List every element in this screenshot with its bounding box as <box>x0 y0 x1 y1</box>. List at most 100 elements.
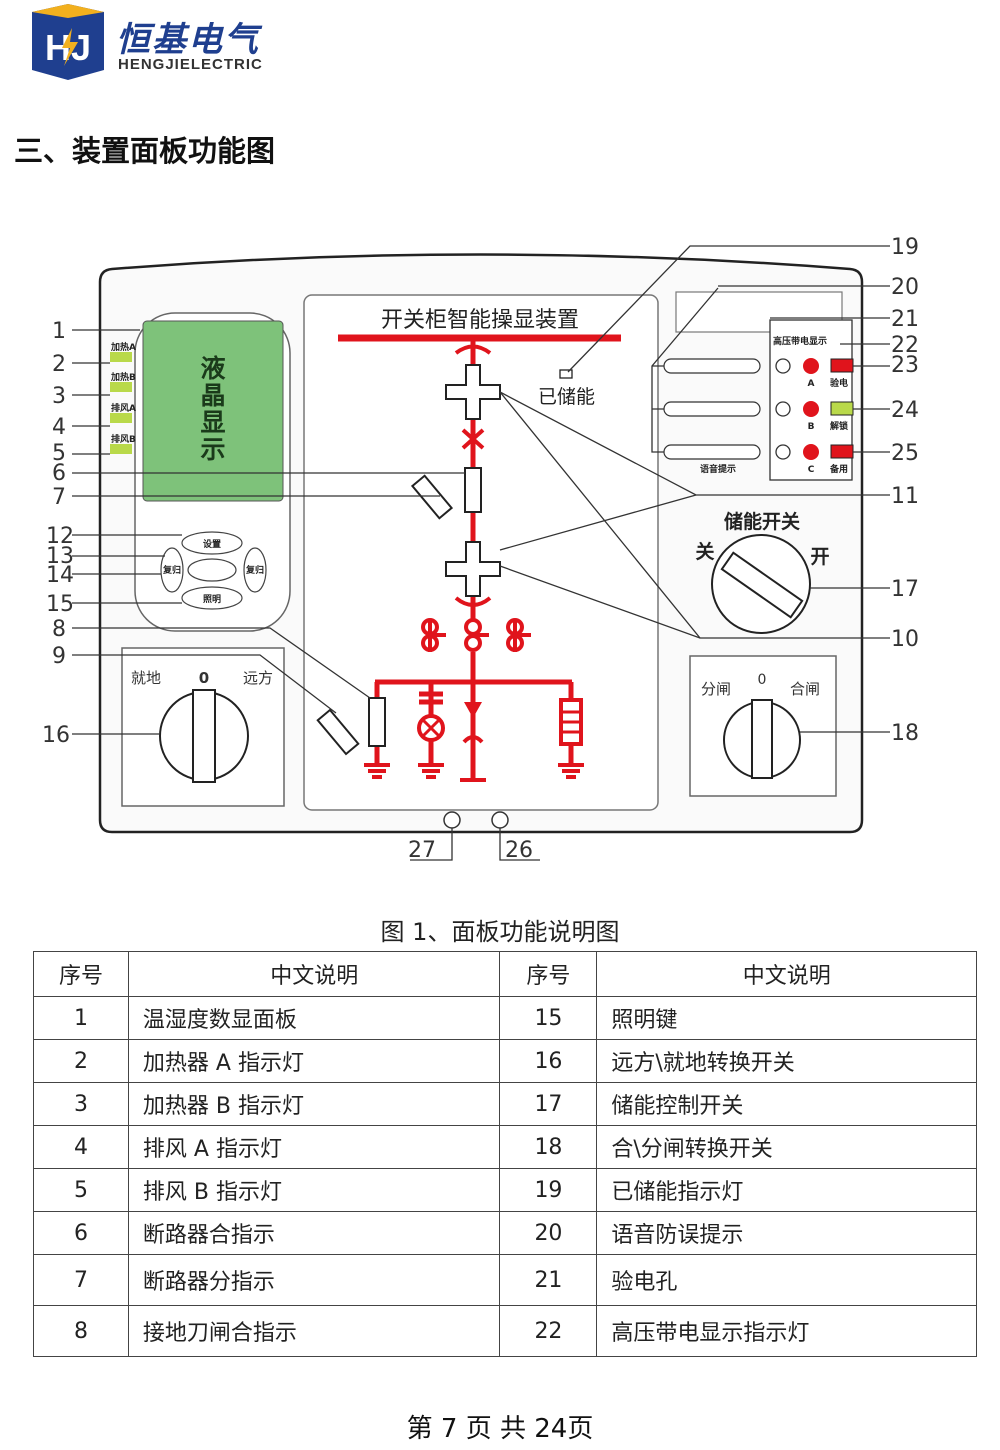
table-cell-description: 排风 B 指示灯 <box>127 1168 501 1212</box>
callout-num: 19 <box>891 235 919 260</box>
table-cell-number: 18 <box>499 1125 598 1169</box>
lcd-char: 晶 <box>200 381 225 410</box>
table-cell-description: 高压带电显示指示灯 <box>596 1305 977 1357</box>
led-label: 排风B <box>111 433 136 445</box>
voice-label: 语音提示 <box>700 463 736 475</box>
brand-name-en: HENGJIELECTRIC <box>118 56 263 73</box>
table-cell-number: 3 <box>33 1082 129 1126</box>
right-callouts: 19 20 21 22 23 24 25 11 17 10 18 <box>891 235 919 746</box>
callout-num: 13 <box>46 544 74 569</box>
hv-right-label: 备用 <box>829 463 848 475</box>
phase-label: C <box>808 465 815 475</box>
led-fan-a <box>110 413 132 423</box>
table-cell-number: 21 <box>499 1254 598 1306</box>
callout-num: 10 <box>891 627 919 652</box>
callout-num: 23 <box>891 353 919 378</box>
table-cell-description: 断路器分指示 <box>127 1254 501 1306</box>
callout-num: 6 <box>52 461 66 486</box>
lcd-char: 显 <box>200 408 225 437</box>
table-cell-number: 15 <box>499 996 598 1040</box>
keypad[interactable]: 设置 照明 复归 复归 <box>160 531 267 610</box>
key-label-top: 设置 <box>203 538 221 550</box>
table-cell-number: 4 <box>33 1125 129 1169</box>
table-cell-description: 照明键 <box>596 996 977 1040</box>
center-key <box>187 558 237 582</box>
left-callouts: 1 2 3 4 5 6 7 12 13 14 15 8 9 16 <box>42 319 74 748</box>
callout-num: 16 <box>42 723 70 748</box>
callout-num: 3 <box>52 384 66 409</box>
lcd-text: 液 晶 显 示 <box>200 354 225 464</box>
callout-num: 4 <box>52 415 66 440</box>
stored-energy-led <box>559 369 573 379</box>
callout-num: 22 <box>891 333 919 358</box>
table-cell-number: 2 <box>33 1039 129 1083</box>
switch-label-local: 就地 <box>131 669 161 687</box>
breaker-cross-lower <box>445 541 501 597</box>
lcd-char: 液 <box>200 354 225 383</box>
right-key <box>243 547 267 593</box>
breaker-cross-upper <box>445 364 501 420</box>
hv-right-label: 验电 <box>830 377 848 389</box>
callout-num: 8 <box>52 617 66 642</box>
switch-label-zero2: 0 <box>758 672 767 688</box>
light-key <box>181 586 243 610</box>
page-footer: 第 7 页 共 24页 <box>406 1414 594 1444</box>
table-cell-description: 验电孔 <box>596 1254 977 1306</box>
table-cell-description: 已储能指示灯 <box>596 1168 977 1212</box>
callout-num: 20 <box>891 275 919 300</box>
table-cell-number: 7 <box>33 1254 129 1306</box>
stored-energy-label: 已储能 <box>538 386 595 408</box>
earth-switch-indicator <box>368 697 386 747</box>
table-cell-number: 1 <box>33 996 129 1040</box>
port-hole-27 <box>443 811 461 829</box>
bottom-callouts: 27 26 <box>408 838 533 863</box>
hj-logo-icon: HJ <box>32 4 104 80</box>
led-column: 加热A 加热B 排风A 排风B <box>110 341 136 454</box>
table-cell-number: 6 <box>33 1211 129 1255</box>
phase-label: B <box>808 422 815 432</box>
table-cell-description: 远方\就地转换开关 <box>596 1039 977 1083</box>
key-label-left: 复归 <box>162 564 181 576</box>
header-cell: 序号 <box>499 951 598 997</box>
led-label: 加热B <box>110 371 136 383</box>
breaker-indicator <box>464 467 482 513</box>
left-key <box>160 547 184 593</box>
switch-label-close: 合闸 <box>790 680 820 698</box>
header-cell: 序号 <box>33 951 129 997</box>
table-cell-number: 22 <box>499 1305 598 1357</box>
table-cell-description: 合\分闸转换开关 <box>596 1125 977 1169</box>
table-cell-number: 20 <box>499 1211 598 1255</box>
led-fan-b <box>110 444 132 454</box>
led-label: 排风A <box>111 402 136 414</box>
header-cell: 中文说明 <box>596 951 977 997</box>
callout-num: 24 <box>891 398 919 423</box>
company-logo: HJ 恒基电气 HENGJIELECTRIC <box>28 4 328 82</box>
switch-label-remote: 远方 <box>243 669 273 687</box>
storage-switch-off: 关 <box>695 540 714 563</box>
callout-num: 9 <box>52 644 66 669</box>
hv-rows: A B C 验电 解锁 备用 语音提示 <box>663 358 854 475</box>
callout-num: 21 <box>891 307 919 332</box>
panel-title: 开关柜智能操显装置 <box>381 308 579 333</box>
current-transformers <box>421 618 531 652</box>
led-heater-b <box>110 382 132 392</box>
table-cell-description: 断路器合指示 <box>127 1211 501 1255</box>
panel-function-diagram: .ln { stroke:#222; stroke-width:2; fill:… <box>42 235 919 863</box>
hv-display-title: 高压带电显示 <box>773 335 827 347</box>
table-cell-description: 温湿度数显面板 <box>127 996 501 1040</box>
breaker-open-indicator <box>410 474 454 520</box>
callout-num: 14 <box>46 563 74 588</box>
hv-right-label: 解锁 <box>830 420 848 432</box>
led-label: 加热A <box>110 341 136 353</box>
table-cell-description: 接地刀闸合指示 <box>127 1305 501 1357</box>
section-title: 三、装置面板功能图 <box>14 134 276 168</box>
figure-caption: 图 1、面板功能说明图 <box>380 918 620 946</box>
